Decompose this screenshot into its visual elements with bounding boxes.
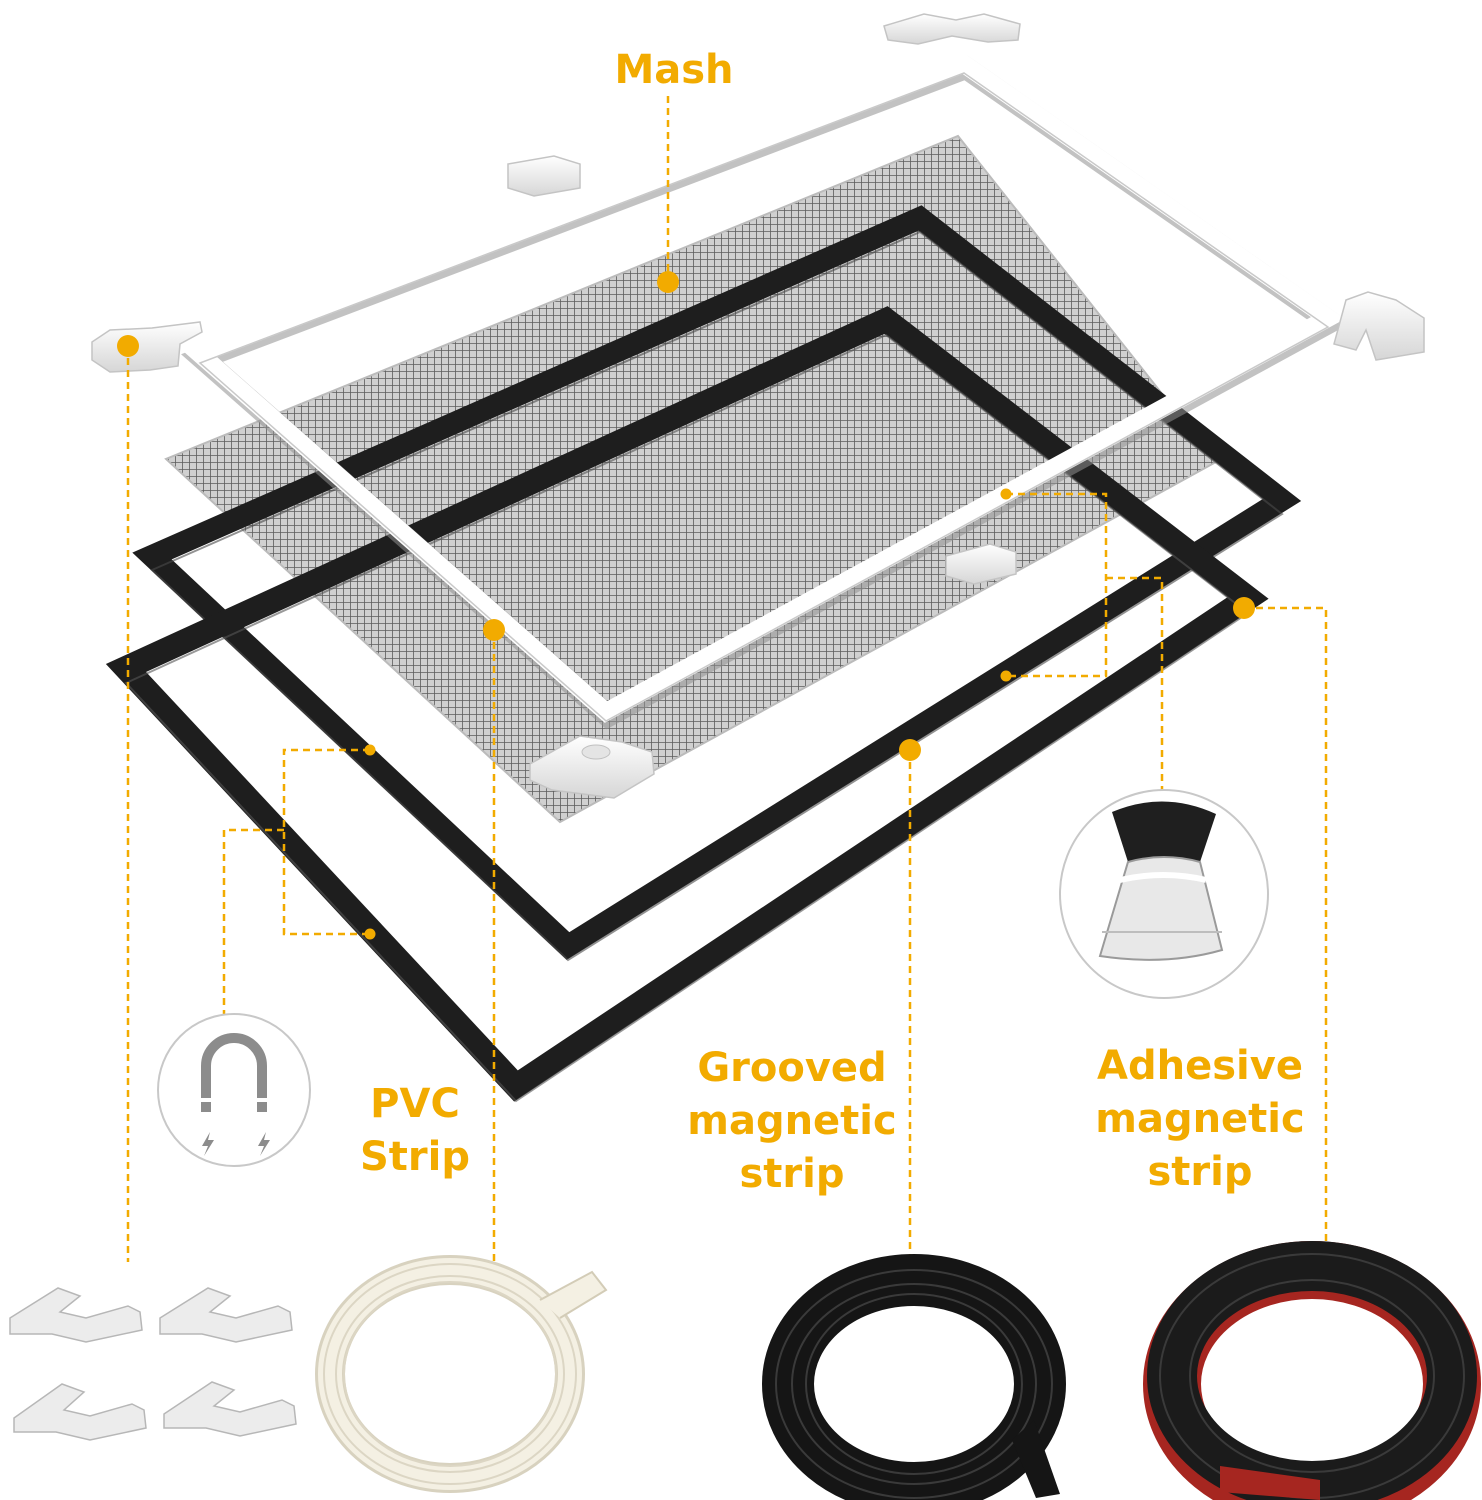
magnet-icon bbox=[201, 1033, 267, 1112]
pvc-strip-coil bbox=[315, 1255, 608, 1493]
label-pvc-line-1: PVC bbox=[370, 1081, 460, 1127]
mounting-clip-upper bbox=[507, 155, 581, 197]
callout-lines bbox=[126, 96, 1328, 1262]
label-mesh-text: Mash bbox=[614, 47, 734, 93]
corner-clip-left bbox=[91, 321, 203, 373]
label-grooved-line-1: Grooved bbox=[697, 1045, 887, 1091]
corner-connectors bbox=[9, 1287, 297, 1441]
corner-connector bbox=[159, 1287, 293, 1343]
mounting-clip-lower bbox=[529, 735, 655, 799]
label-grooved-line-3: strip bbox=[739, 1150, 845, 1197]
label-pvc-strip: PVC Strip bbox=[330, 1078, 500, 1184]
clip-detail-circle bbox=[1059, 789, 1269, 999]
corner-clip-right bbox=[1333, 291, 1425, 361]
label-grooved-strip: Grooved magnetic strip bbox=[670, 1042, 914, 1200]
adhesive-magnetic-coil bbox=[1143, 1241, 1481, 1500]
corner-connector bbox=[163, 1381, 297, 1437]
callout-dots bbox=[117, 271, 1255, 940]
grooved-magnetic-coil bbox=[762, 1254, 1066, 1500]
adhesive-magnetic-frame bbox=[105, 306, 1269, 1103]
corner-connector bbox=[9, 1287, 143, 1343]
label-adhesive-line-2: magnetic bbox=[1095, 1095, 1305, 1142]
magnet-detail-circle bbox=[157, 1013, 311, 1167]
label-grooved-line-2: magnetic bbox=[687, 1097, 897, 1144]
label-adhesive-strip: Adhesive magnetic strip bbox=[1078, 1040, 1322, 1198]
label-mesh: Mash bbox=[574, 44, 774, 97]
label-pvc-line-2: Strip bbox=[360, 1133, 470, 1180]
pvc-white-frame bbox=[181, 53, 1351, 730]
mesh-panel bbox=[164, 134, 1218, 824]
corner-connector bbox=[13, 1383, 147, 1441]
clip-profile-icon bbox=[1098, 801, 1224, 961]
label-adhesive-line-1: Adhesive bbox=[1097, 1043, 1303, 1089]
mounting-clip-right bbox=[945, 543, 1017, 585]
label-adhesive-line-3: strip bbox=[1147, 1148, 1253, 1195]
lightning-icon bbox=[202, 1132, 270, 1156]
corner-clip-top bbox=[883, 13, 1021, 45]
